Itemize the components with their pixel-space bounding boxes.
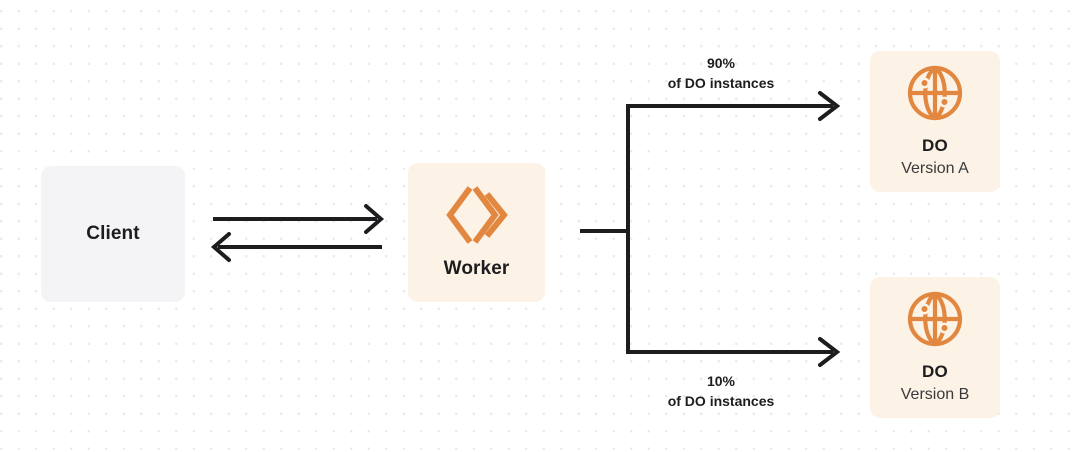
node-worker[interactable]: Worker — [408, 163, 545, 302]
edge-label-do-b-caption: of DO instances — [667, 393, 775, 410]
client-label: Client — [86, 222, 140, 244]
do-a-label: DO — [922, 136, 948, 156]
edge-label-do-b-percent: 10% — [706, 373, 736, 389]
globe-icon — [906, 64, 964, 122]
do-b-label: DO — [922, 362, 948, 382]
arrow-worker-to-client — [210, 232, 382, 262]
node-do-version-a[interactable]: DO Version A — [870, 51, 1000, 192]
edge-label-do-a-caption: of DO instances — [667, 75, 775, 92]
branch-splitter — [580, 104, 630, 354]
edge-label-do-b: 10% of DO instances — [628, 371, 814, 412]
do-a-version-label: Version A — [901, 159, 969, 177]
edge-label-do-a: 90% of DO instances — [628, 53, 814, 94]
globe-icon — [906, 290, 964, 348]
worker-chevron-icon — [445, 184, 508, 246]
arrow-client-to-worker — [213, 204, 385, 234]
do-b-version-label: Version B — [900, 385, 970, 403]
node-client[interactable]: Client — [41, 166, 185, 302]
arrow-worker-to-do-b — [626, 337, 841, 367]
arrow-worker-to-do-a — [626, 91, 841, 121]
edge-label-do-a-percent: 90% — [706, 55, 736, 71]
node-do-version-b[interactable]: DO Version B — [870, 277, 1000, 418]
worker-label: Worker — [443, 258, 510, 280]
